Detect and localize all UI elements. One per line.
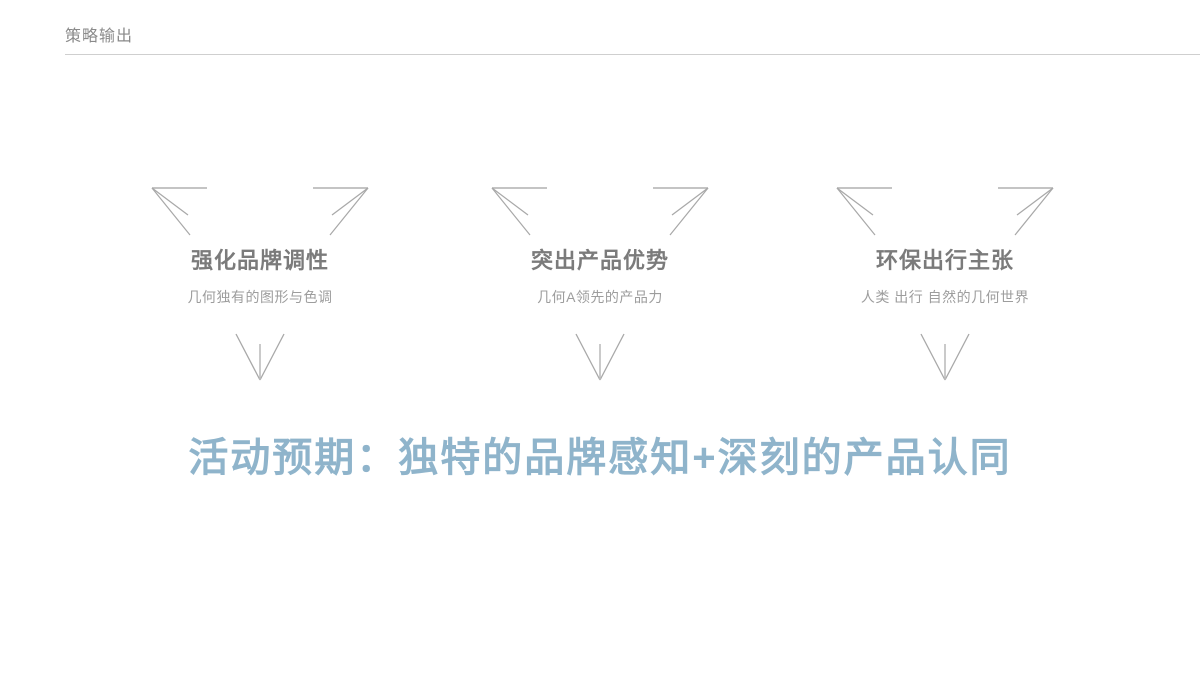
strategy-heading: 环保出行主张 xyxy=(875,248,1014,273)
converging-arrows-up xyxy=(90,160,430,238)
strategy-column-3: 环保出行主张 人类 出行 自然的几何世界 xyxy=(775,160,1115,400)
strategy-subtitle: 人类 出行 自然的几何世界 xyxy=(860,289,1030,305)
strategy-columns: 强化品牌调性 几何独有的图形与色调 xyxy=(0,160,1200,400)
page-title: 策略输出 xyxy=(65,28,134,45)
header-divider xyxy=(65,54,1200,55)
outcome-statement: 活动预期：独特的品牌感知+深刻的产品认同 xyxy=(188,436,1012,480)
arrow-up-left-right-icon xyxy=(491,187,709,236)
arrow-down-wrapper xyxy=(430,330,770,390)
slide-header: 策略输出 xyxy=(0,0,1200,60)
strategy-heading: 突出产品优势 xyxy=(530,248,669,273)
arrow-down-icon xyxy=(920,333,970,381)
arrow-down-wrapper xyxy=(775,330,1115,390)
converging-arrows-up xyxy=(775,160,1115,238)
strategy-heading: 强化品牌调性 xyxy=(190,248,329,273)
strategy-column-2: 突出产品优势 几何A领先的产品力 xyxy=(430,160,770,400)
strategy-subtitle: 几何独有的图形与色调 xyxy=(187,289,333,305)
arrow-down-icon xyxy=(235,333,285,381)
arrow-up-left-right-icon xyxy=(836,187,1054,236)
strategy-column-1: 强化品牌调性 几何独有的图形与色调 xyxy=(90,160,430,400)
arrow-down-icon xyxy=(575,333,625,381)
arrow-down-wrapper xyxy=(90,330,430,390)
strategy-subtitle: 几何A领先的产品力 xyxy=(537,289,663,305)
converging-arrows-up xyxy=(430,160,770,238)
arrow-up-left-right-icon xyxy=(151,187,369,236)
